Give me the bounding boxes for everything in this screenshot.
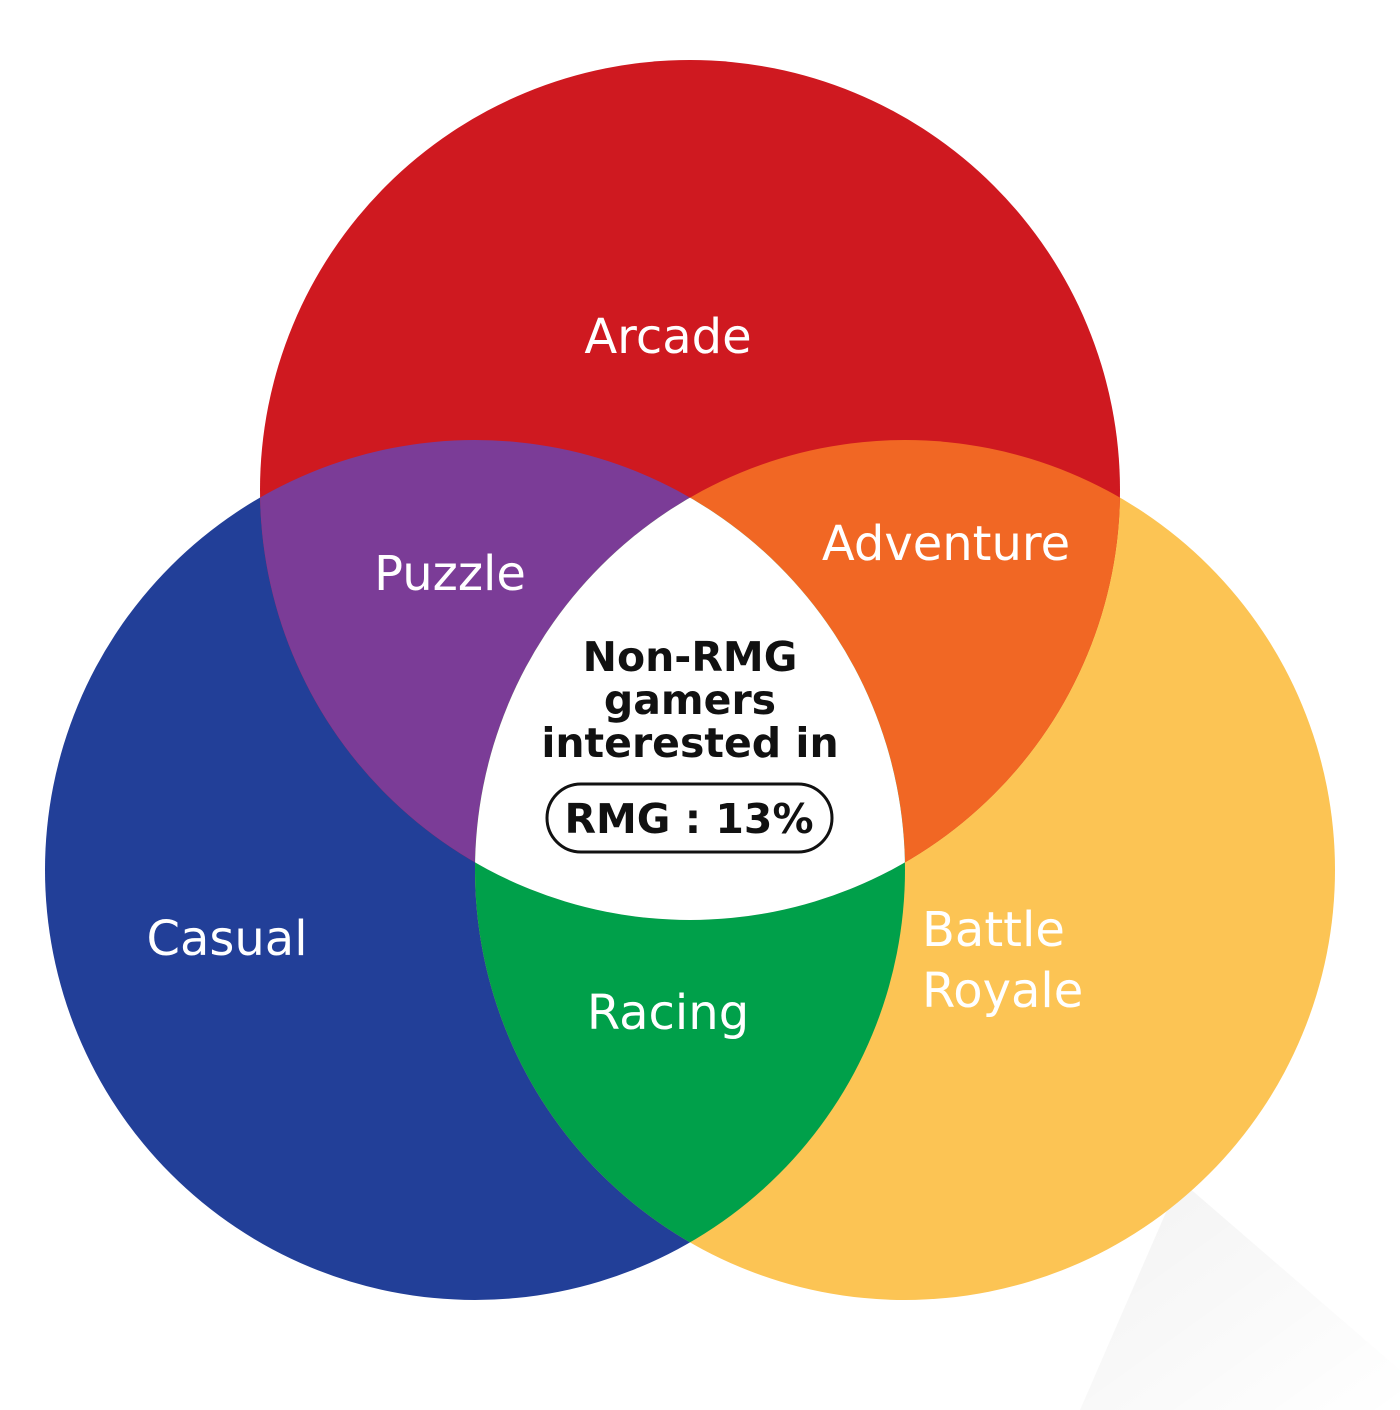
racing-label: Racing (587, 985, 749, 1041)
background-shadow (1080, 1180, 1400, 1410)
center-text-line3: interested in (541, 719, 838, 767)
center-text-line1: Non-RMG (583, 633, 798, 681)
rmg-percentage-text: RMG : 13% (564, 795, 813, 843)
arcade-label: Arcade (584, 309, 751, 365)
rmg-percentage-badge: RMG : 13% (545, 782, 834, 854)
center-text-line2: gamers (604, 676, 776, 724)
battle-royale-label-line2: Royale (922, 963, 1083, 1019)
adventure-label: Adventure (822, 516, 1070, 572)
casual-label: Casual (146, 911, 307, 967)
puzzle-label: Puzzle (374, 546, 526, 602)
battle-royale-label-line1: Battle (922, 902, 1065, 958)
